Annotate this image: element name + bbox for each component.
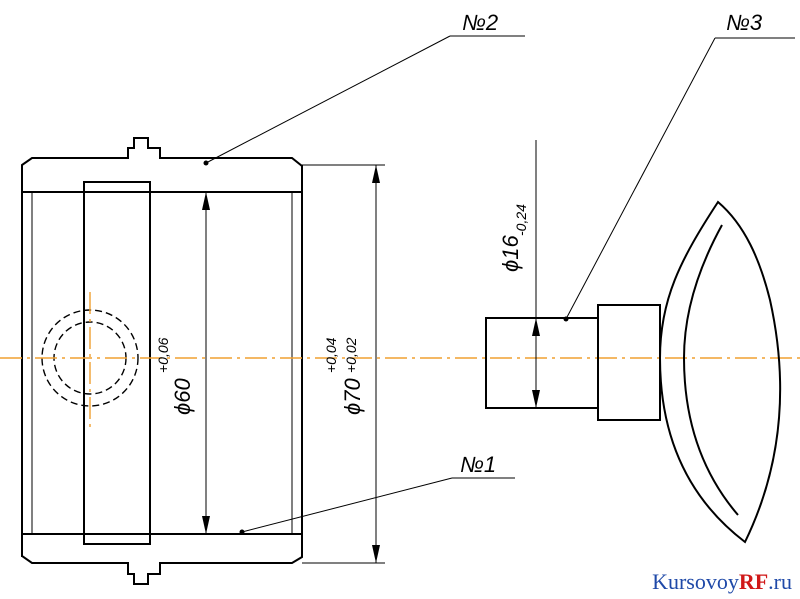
- shaft-dimension: ϕ16 -0,24: [498, 140, 540, 408]
- outer-dimension: ϕ70 +0,04 +0,02: [302, 164, 385, 564]
- bore-dimension: ϕ60 +0,06: [155, 192, 210, 534]
- shaft-small-step: [485, 317, 599, 409]
- bore-dim-upper-tolerance: +0,06: [155, 337, 171, 373]
- shaft-dim-lower-tolerance: -0,24: [513, 204, 529, 236]
- shaft-head-inner: [682, 224, 739, 516]
- shaft-part: [485, 200, 782, 544]
- watermark-ru: .ru: [768, 569, 792, 594]
- outer-dim-upper-tolerance: +0,04: [323, 337, 339, 373]
- outer-dim-symbol: ϕ: [340, 403, 365, 415]
- callout-1-label: №1: [460, 452, 496, 477]
- outer-dim-lower-tolerance: +0,02: [343, 337, 359, 373]
- outer-dim-nominal: 70: [340, 378, 365, 403]
- callout-2-label: №2: [462, 10, 498, 35]
- sleeve-ring: [83, 181, 151, 545]
- watermark-rf: RF: [738, 569, 769, 594]
- bore-dim-symbol: ϕ: [170, 403, 195, 415]
- callout-3-label: №3: [726, 10, 763, 35]
- watermark-kursovoy: Kursovoy: [652, 569, 739, 594]
- sleeve-top-wall: [21, 137, 303, 193]
- sleeve-bottom-wall: [21, 533, 303, 585]
- svg-text:ϕ16: ϕ16: [498, 235, 523, 272]
- svg-text:ϕ60: ϕ60: [170, 378, 195, 415]
- bore-dim-nominal: 60: [170, 378, 195, 403]
- callout-3: №3: [563, 10, 795, 322]
- shaft-large-step: [597, 304, 661, 421]
- callout-2: №2: [203, 10, 525, 166]
- watermark: KursovoyRF.ru: [652, 569, 792, 595]
- shaft-dim-nominal: 16: [498, 235, 523, 260]
- shaft-dim-symbol: ϕ: [498, 260, 523, 272]
- svg-text:ϕ70: ϕ70: [340, 378, 365, 415]
- shaft-head-outer: [658, 200, 782, 544]
- callout-1: №1: [239, 452, 515, 535]
